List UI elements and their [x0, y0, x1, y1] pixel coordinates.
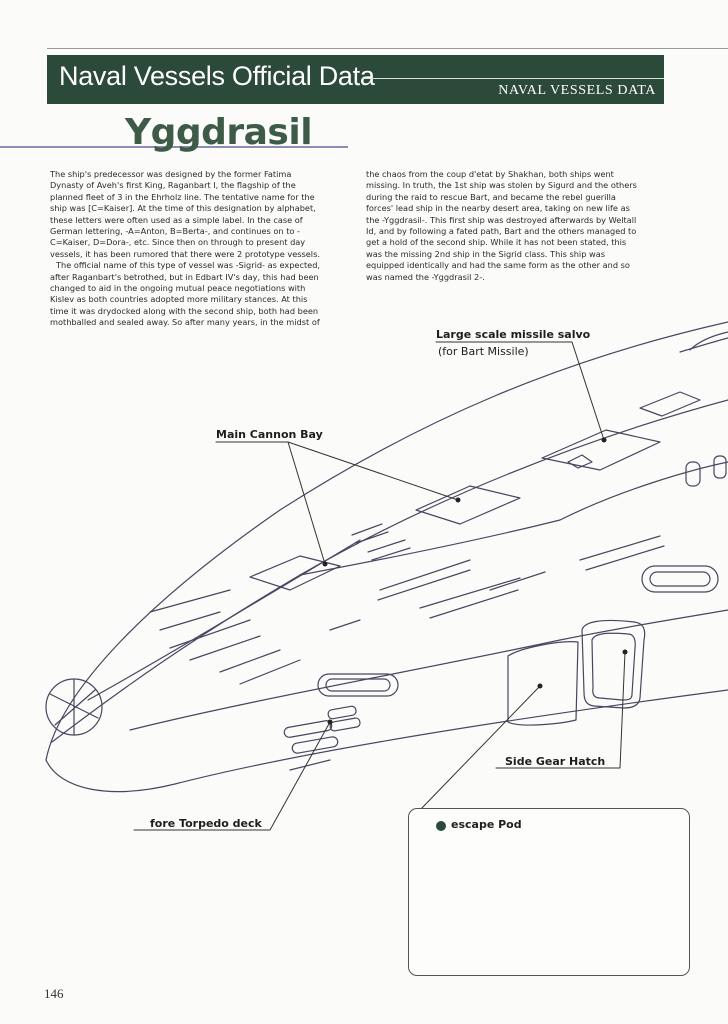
header-rule	[362, 78, 664, 79]
escape-pod-inset	[408, 808, 690, 976]
header-subtitle: NAVAL VESSELS DATA	[498, 83, 656, 98]
leader-torpedo	[133, 721, 331, 831]
header-title: Naval Vessels Official Data	[59, 61, 375, 91]
side-capsule	[317, 673, 399, 697]
callout-missile-note: (for Bart Missile)	[438, 345, 529, 358]
gear-hatch	[581, 619, 646, 709]
bullet-icon	[436, 821, 446, 831]
leader-cannon	[215, 441, 326, 565]
cannon-bay-hatch	[249, 555, 341, 591]
body-paragraph: The official name of this type of vessel…	[50, 260, 321, 328]
callout-missile: Large scale missile salvo	[436, 328, 591, 341]
callout-torpedo: fore Torpedo deck	[150, 817, 262, 830]
body-column-right: the chaos from the coup d'etat by Shakha…	[366, 169, 641, 283]
page-number: 146	[44, 986, 64, 1001]
callout-gear: Side Gear Hatch	[505, 755, 606, 768]
callout-pod: escape Pod	[451, 818, 522, 831]
missile-hatch	[541, 429, 661, 471]
leader-missile	[435, 341, 605, 441]
leader-pod	[419, 685, 541, 811]
body-paragraph: the chaos from the coup d'etat by Shakha…	[366, 169, 637, 282]
hull-outline	[45, 321, 728, 761]
hull-lower-outline	[45, 689, 728, 793]
top-rule	[47, 48, 728, 49]
header-band: Naval Vessels Official Data NAVAL VESSEL…	[47, 55, 664, 104]
side-capsule	[641, 565, 719, 593]
ship-name: Yggdrasil	[125, 112, 313, 153]
body-paragraph: The ship's predecessor was designed by t…	[50, 169, 320, 259]
torpedo-tube	[283, 720, 333, 738]
missile-hatch	[415, 485, 521, 525]
leader-gear	[495, 651, 626, 769]
callout-cannon: Main Cannon Bay	[216, 428, 323, 441]
title-rule	[0, 146, 348, 148]
body-column-left: The ship's predecessor was designed by t…	[50, 169, 325, 329]
